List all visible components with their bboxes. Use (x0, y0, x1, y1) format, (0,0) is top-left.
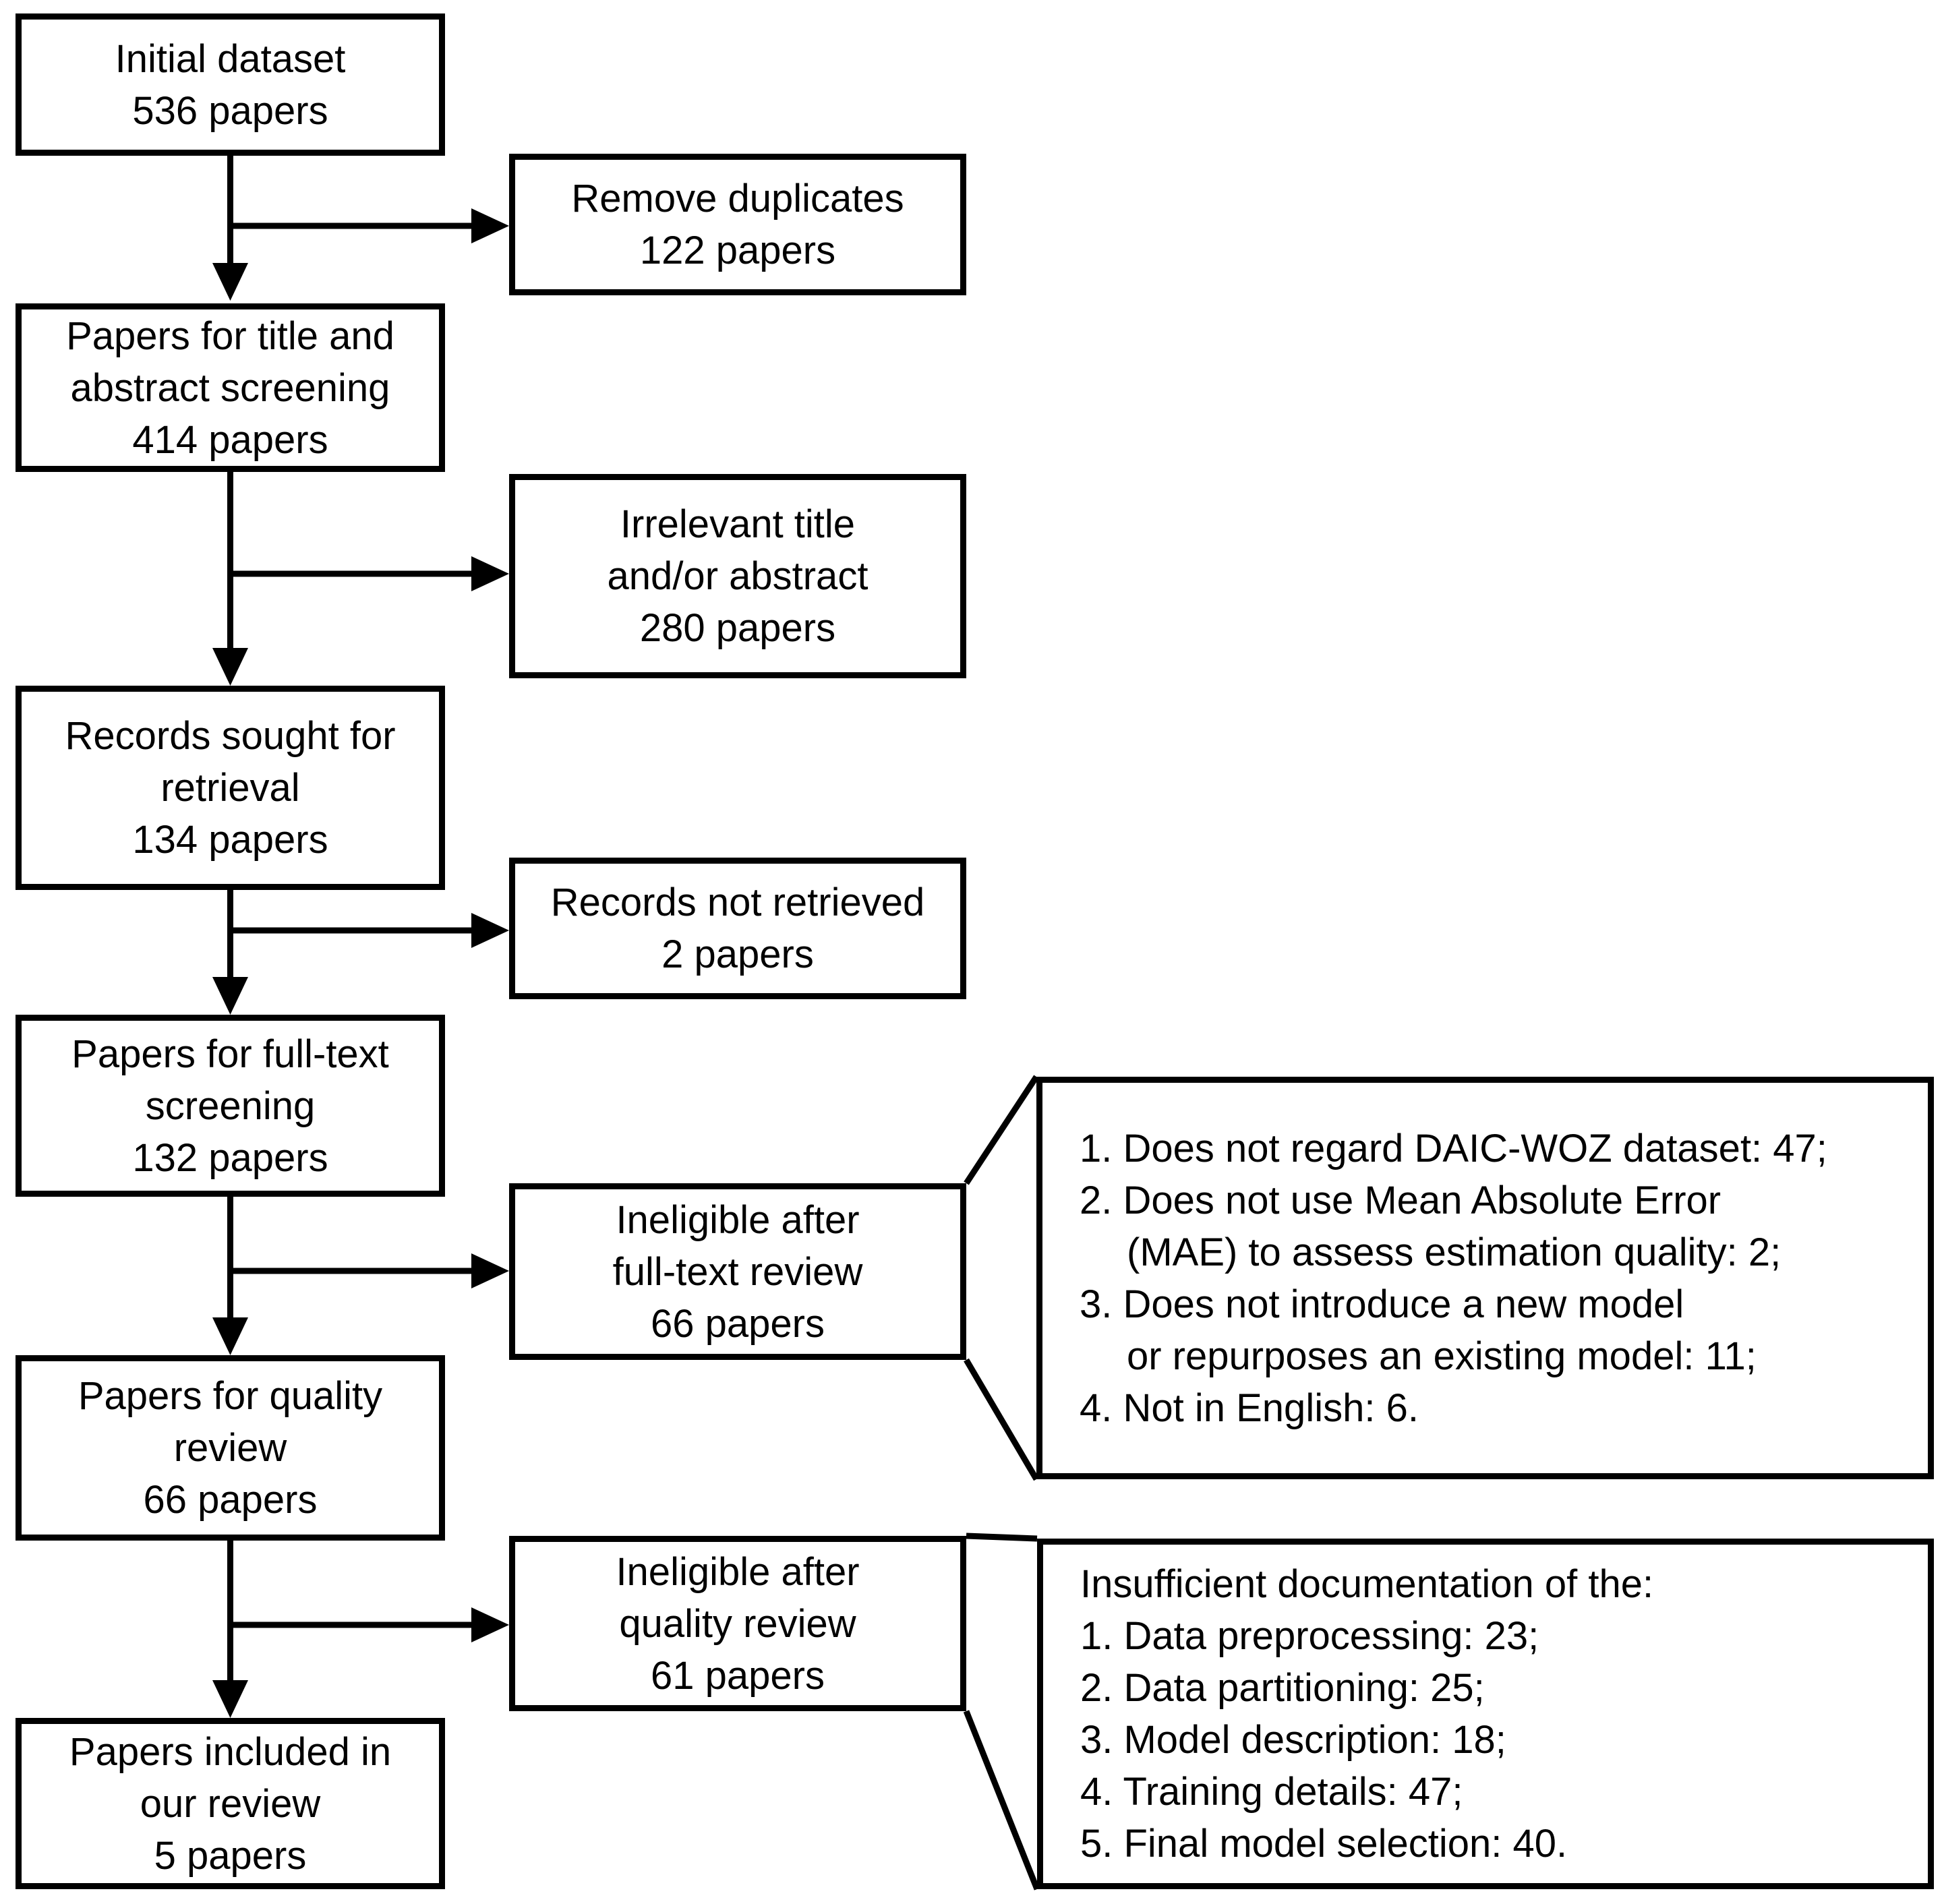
text-line: Records sought for (65, 714, 396, 758)
text-line: Ineligible after (616, 1549, 860, 1594)
text-line: Papers for full-text (71, 1032, 389, 1076)
text-line: Records not retrieved (550, 881, 925, 924)
flow-box-initial-dataset: Initial dataset 536 papers (16, 13, 445, 156)
arrow-right-to-irrelevant (230, 556, 509, 591)
arrow-right-to-duplicates (230, 208, 509, 243)
arrow-right-to-ineligible-fulltext (230, 1253, 509, 1288)
exclusion-box-remove-duplicates: Remove duplicates 122 papers (509, 154, 966, 295)
text-line: screening (145, 1083, 316, 1128)
text-line: (MAE) to assess estimation quality: 2; (1127, 1230, 1781, 1274)
text-line: 3. Does not introduce a new model (1080, 1282, 1684, 1326)
text-line: 536 papers (132, 88, 328, 133)
flow-box-papers-included: Papers included in our review 5 papers (16, 1718, 445, 1889)
text-line: 61 papers (651, 1653, 825, 1698)
text-line: 2. Does not use Mean Absolute Error (1080, 1178, 1721, 1222)
arrow-right-to-not-retrieved (230, 913, 509, 948)
text-line: Irrelevant title (620, 502, 856, 546)
text-line: 134 papers (132, 818, 328, 862)
note-box-quality-exclusion-reasons: Insufficient documentation of the: 1. Da… (1037, 1539, 1934, 1889)
arrow-down-screening-to-retrieval (212, 472, 248, 686)
arrow-down-quality-to-included (212, 1541, 248, 1718)
text-line: 1. Data preprocessing: 23; (1080, 1614, 1539, 1658)
exclusion-box-irrelevant-title-abstract: Irrelevant title and/or abstract 280 pap… (509, 474, 966, 678)
text-line: Remove duplicates (571, 177, 904, 220)
exclusion-box-ineligible-quality: Ineligible after quality review 61 paper… (509, 1536, 966, 1711)
text-line: 414 papers (132, 417, 328, 462)
text-line: Ineligible after (616, 1197, 860, 1242)
callout-funnel-fulltext-reasons (964, 1075, 1039, 1481)
exclusion-box-ineligible-full-text: Ineligible after full-text review 66 pap… (509, 1183, 966, 1360)
text-line: abstract screening (70, 365, 390, 410)
text-line: Papers for title and (66, 314, 394, 358)
text-line: 4. Training details: 47; (1080, 1770, 1463, 1814)
arrow-right-to-ineligible-quality (230, 1607, 509, 1642)
flow-box-records-sought-retrieval: Records sought for retrieval 134 papers (16, 686, 445, 890)
text-line: our review (140, 1781, 321, 1826)
text-line: 5. Final model selection: 40. (1080, 1822, 1568, 1866)
arrow-down-retrieval-to-fulltext (212, 890, 248, 1015)
text-line: 66 papers (651, 1301, 825, 1346)
text-line: 5 papers (154, 1833, 307, 1878)
text-line: Insufficient documentation of the: (1080, 1562, 1654, 1606)
text-line: 1. Does not regard DAIC-WOZ dataset: 47; (1080, 1126, 1827, 1170)
text-line: Papers for quality (78, 1374, 383, 1418)
exclusion-box-records-not-retrieved: Records not retrieved 2 papers (509, 858, 966, 999)
text-line: review (173, 1426, 287, 1470)
text-line: 280 papers (639, 606, 836, 650)
flow-box-title-abstract-screening: Papers for title and abstract screening … (16, 303, 445, 472)
text-line: 3. Model description: 18; (1080, 1718, 1506, 1762)
text-line: quality review (619, 1601, 856, 1646)
flow-box-quality-review: Papers for quality review 66 papers (16, 1355, 445, 1541)
text-line: 2. Data partitioning: 25; (1080, 1666, 1485, 1710)
text-line: retrieval (160, 766, 300, 810)
text-line: 66 papers (143, 1478, 318, 1522)
text-line: Initial dataset (115, 36, 346, 81)
text-line: and/or abstract (607, 554, 868, 598)
text-line: or repurposes an existing model: 11; (1127, 1334, 1757, 1378)
text-line: 4. Not in English: 6. (1080, 1386, 1419, 1430)
text-line: Papers included in (69, 1729, 392, 1774)
text-line: 132 papers (132, 1135, 328, 1180)
text-line: 122 papers (639, 229, 836, 272)
flow-box-full-text-screening: Papers for full-text screening 132 paper… (16, 1015, 445, 1197)
callout-funnel-quality-reasons (963, 1533, 1040, 1891)
text-line: 2 papers (661, 932, 814, 976)
arrow-down-fulltext-to-quality (212, 1197, 248, 1355)
text-line: full-text review (612, 1249, 863, 1294)
note-box-full-text-exclusion-reasons: 1. Does not regard DAIC-WOZ dataset: 47;… (1036, 1077, 1934, 1479)
arrow-down-initial-to-screening (212, 156, 248, 301)
